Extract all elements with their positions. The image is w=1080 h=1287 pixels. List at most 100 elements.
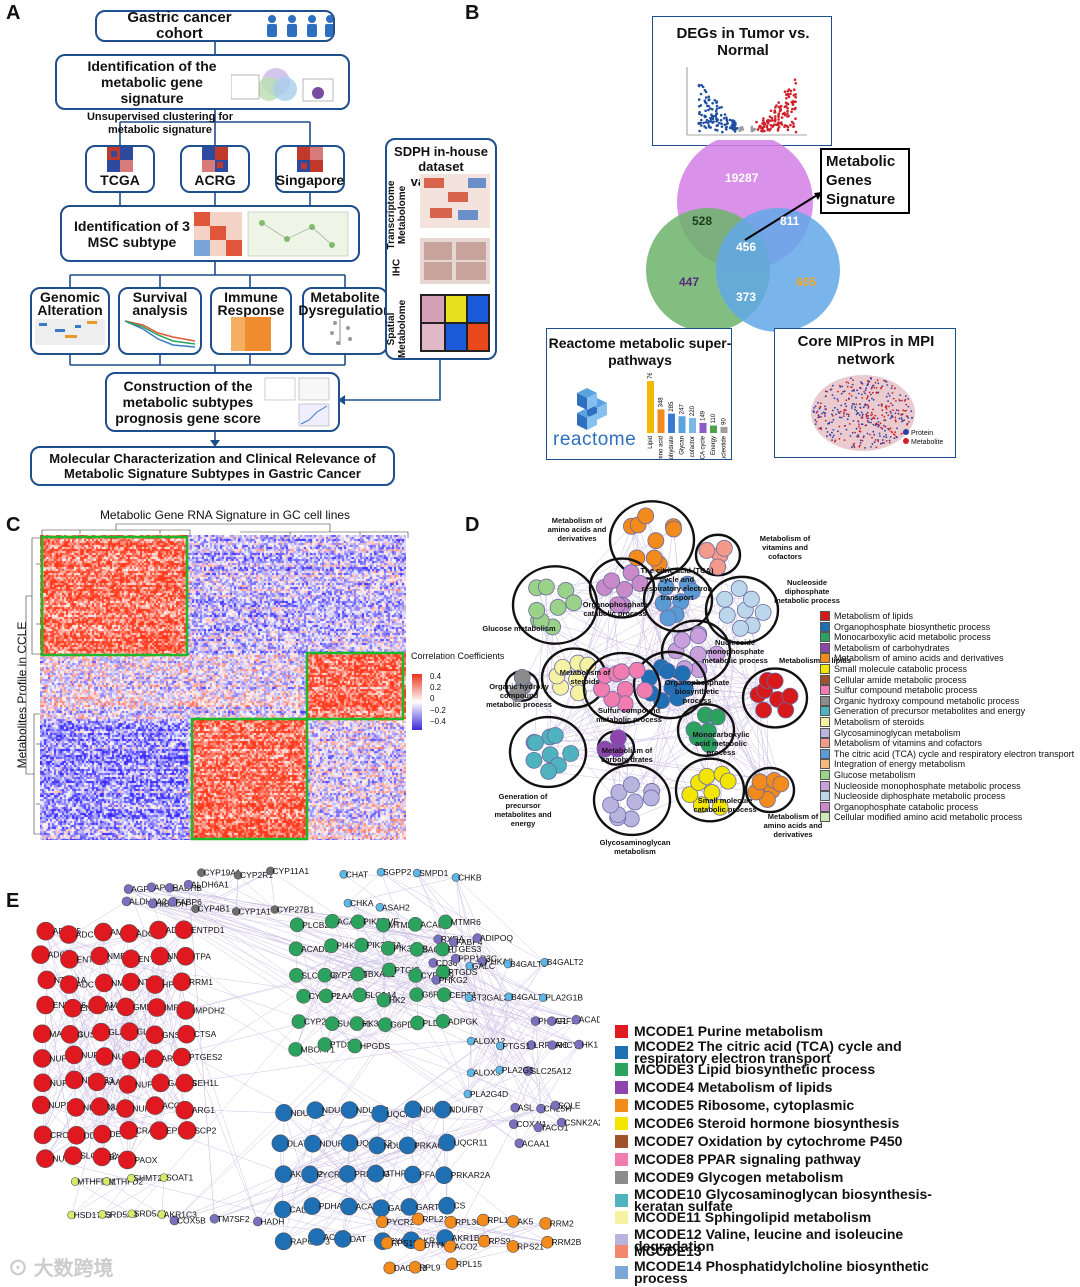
- ppi-node-circle: [324, 938, 339, 953]
- ppi-node: ALOX12: [466, 1036, 506, 1046]
- ppi-node: HADH: [252, 1216, 284, 1226]
- mpi-node: [845, 381, 848, 384]
- mpi-node: [831, 394, 834, 396]
- mpi-node: [883, 415, 886, 418]
- mpi-node: [827, 422, 829, 425]
- ppi-edge: [280, 1109, 414, 1144]
- ppi-edge: [295, 969, 390, 1050]
- ppi-node: SHMT2: [127, 1173, 162, 1183]
- mpi-node: [881, 409, 884, 412]
- ppi-node-circle: [408, 1260, 422, 1274]
- mpi-node: [826, 431, 829, 433]
- mpi-node: [867, 383, 869, 385]
- ppi-node-circle: [438, 1133, 456, 1152]
- mpi-node: [814, 419, 817, 421]
- volcano-point: [722, 117, 726, 120]
- legend-label: Organic hydroxy compound metabolic proce…: [834, 695, 1020, 706]
- volcano-point: [724, 126, 728, 129]
- ppi-node: RRM2: [539, 1217, 574, 1230]
- ppi-node-label: PPP1R3C: [458, 954, 497, 964]
- ppi-edge: [331, 945, 390, 971]
- ppi-node-circle: [504, 992, 514, 1002]
- construction-label: Construction of the metabolic subtypes p…: [115, 378, 261, 426]
- ppi-edge: [96, 1081, 156, 1106]
- mpi-node: [891, 416, 894, 418]
- mpi-node: [840, 392, 843, 395]
- ppi-node-label: ST3GAL3: [471, 993, 509, 1003]
- volcano-point: [703, 100, 707, 104]
- mpi-node: [837, 400, 839, 402]
- ppi-node: CS: [438, 1196, 466, 1215]
- ppi-edge: [433, 962, 553, 1046]
- ppi-edge: [74, 984, 156, 1081]
- colorbar-tick: −0.4: [430, 716, 446, 726]
- ppi-node-circle: [306, 1101, 325, 1119]
- ppi-edge: [280, 1143, 284, 1242]
- ppi-node-circle: [301, 1165, 319, 1184]
- mpi-node: [829, 388, 832, 391]
- enrichment-node: [657, 578, 675, 596]
- volcano-point: [700, 83, 703, 87]
- mpi-node: [874, 381, 877, 384]
- ppi-node-label: PYCR2: [386, 1217, 415, 1227]
- panel-d-legend-item: Generation of precursor metabolites and …: [820, 706, 1025, 717]
- legend-label: Metabolism of steroids: [834, 717, 925, 727]
- ppi-node: AKR1C3: [157, 1210, 197, 1220]
- panel-d-legend-item: Nucleoside monophosphate metabolic proce…: [820, 780, 1021, 791]
- ppi-node-circle: [159, 1173, 169, 1182]
- mpi-node: [866, 379, 869, 382]
- volcano-point: [720, 105, 723, 109]
- volcano-point: [763, 129, 766, 133]
- metabolite-swatch: [903, 438, 909, 444]
- reactome-bar: [678, 416, 686, 433]
- ppi-node-label: ALDH6A1: [191, 880, 229, 890]
- mpi-node: [838, 425, 841, 428]
- mpi-node: [894, 419, 897, 422]
- ppi-node-circle: [172, 972, 192, 992]
- ppi-node-label: CYP11A1: [272, 866, 309, 876]
- mpi-node: [818, 407, 821, 410]
- ppi-node-circle: [550, 1100, 561, 1111]
- volcano-point: [786, 89, 790, 93]
- ppi-node: PLA2G4D: [463, 1089, 508, 1099]
- ppi-edge: [103, 982, 186, 1084]
- mpi-node: [833, 397, 836, 400]
- mpi-node: [864, 392, 867, 395]
- ppi-node-circle: [503, 959, 513, 969]
- ppi-edge: [514, 1070, 529, 1108]
- ppi-edge: [75, 1181, 132, 1214]
- mpi-node: [860, 416, 863, 419]
- ppi-node-circle: [506, 1240, 520, 1253]
- ppi-node-circle: [60, 949, 79, 969]
- mpi-node: [898, 417, 901, 420]
- legend-swatch: [615, 1210, 628, 1224]
- legend-label: Nucleoside monophosphate metabolic proce…: [834, 780, 1021, 791]
- ppi-edge: [455, 877, 470, 998]
- mpi-node: [880, 426, 882, 429]
- enrichment-node: [603, 572, 620, 590]
- ppi-edge: [46, 955, 100, 981]
- volcano-point: [794, 82, 798, 85]
- mpi-node: [814, 405, 817, 408]
- ppi-edge: [383, 925, 385, 1001]
- ppi-node-label: ARG1: [192, 1105, 215, 1115]
- legend-label: Sulfur compound metabolic process: [834, 685, 978, 696]
- mpi-node: [824, 412, 827, 414]
- ppi-node: CYP1A1: [231, 906, 271, 916]
- ppi-node: GMPS: [116, 997, 158, 1017]
- ppi-node-circle: [304, 1134, 322, 1153]
- ppi-node-circle: [380, 1236, 394, 1250]
- panel-d-legend-item: Metabolism of amino acids and derivative…: [820, 653, 1004, 664]
- ppi-edge: [184, 1040, 472, 1084]
- mpi-node: [863, 404, 866, 407]
- enrichment-node: [602, 796, 619, 814]
- ppi-node: PHKG2: [431, 975, 468, 985]
- legend-label: MCODE11 Sphingolipid metabolism: [634, 1209, 872, 1225]
- panel-e-legend-item: MCODE13: [615, 1244, 702, 1258]
- reactome-cubes-icon: [577, 388, 607, 430]
- enrichment-node: [766, 672, 784, 690]
- volcano-point: [790, 110, 793, 114]
- volcano-point: [783, 124, 787, 127]
- ppi-node-circle: [118, 1150, 137, 1170]
- volcano-point: [709, 120, 712, 123]
